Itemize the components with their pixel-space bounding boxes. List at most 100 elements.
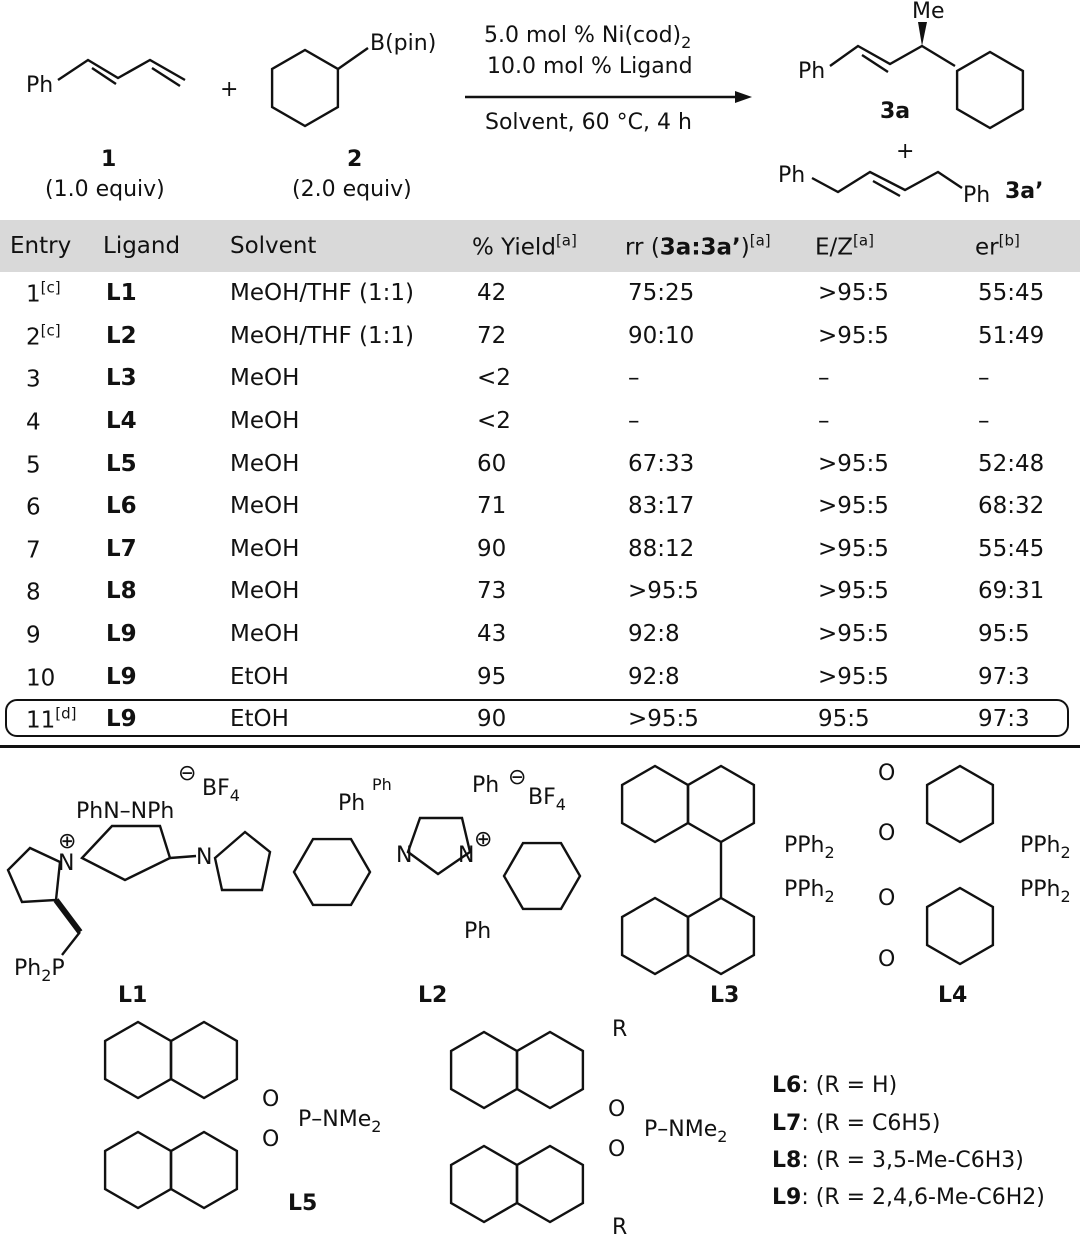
- cell-ez: 95:5: [818, 706, 870, 733]
- cell-rr: –: [628, 408, 640, 435]
- c-b-bond: [337, 47, 369, 70]
- cell-rr: 83:17: [628, 493, 695, 520]
- conditions-ligand: 10.0 mol % Ligand: [487, 54, 693, 79]
- compound-1-number: 1: [101, 147, 116, 172]
- p-nme2-label: P–NMe2: [298, 1107, 381, 1136]
- benzene-ring: [955, 50, 1025, 130]
- cell-ez: >95:5: [818, 450, 889, 477]
- table-bottom-rule: [0, 745, 1080, 748]
- benzene-ring: [515, 1144, 585, 1224]
- bf4-label: BF4: [202, 776, 240, 805]
- cell-yield: 90: [477, 535, 507, 562]
- cell-solvent: MeOH: [230, 408, 300, 435]
- product-phenyl-ring: [955, 50, 1025, 130]
- ligand-L6-L9-structure: R R O O P–NMe2 L6: (R = H) L7: (R = C6H5…: [449, 1017, 1045, 1238]
- cell-ligand: L2: [106, 322, 137, 349]
- benzene-ring: [449, 1030, 519, 1110]
- cell-solvent: MeOH: [230, 578, 300, 605]
- anion-charge: ⊖: [178, 761, 196, 786]
- cell-entry: 9: [26, 622, 41, 649]
- benzene-ring: [686, 764, 756, 844]
- product-3a-me: Me: [912, 0, 945, 24]
- cation-charge: ⊕: [58, 829, 76, 854]
- cell-solvent: EtOH: [230, 706, 289, 733]
- cell-ligand: L9: [106, 663, 137, 690]
- o-label: O: [878, 761, 895, 786]
- cell-solvent: MeOH: [230, 450, 300, 477]
- ph2p-label: Ph2P: [14, 956, 65, 985]
- header-ez: E/Z[a]: [815, 231, 874, 261]
- o-label: O: [262, 1127, 279, 1152]
- product-3a-ph: Ph: [798, 59, 825, 84]
- product-3a-label: 3a: [880, 99, 910, 124]
- hydrazine-label: PhN–NPh: [76, 799, 174, 824]
- cell-rr: >95:5: [628, 578, 699, 605]
- benzene-ring: [620, 764, 690, 844]
- cell-solvent: MeOH: [230, 621, 300, 648]
- cell-ez: >95:5: [818, 663, 889, 690]
- cell-er: 95:5: [978, 621, 1030, 648]
- cell-rr: 88:12: [628, 535, 695, 562]
- ligand-L4-structure: O O O O PPh2 PPh2 L4: [878, 761, 1071, 1008]
- cell-rr: 90:10: [628, 322, 695, 349]
- benzene-ring: [620, 896, 690, 976]
- cell-entry: 5: [26, 452, 41, 478]
- o-label: O: [878, 821, 895, 846]
- benzene-ring: [169, 1020, 239, 1100]
- cell-er: 97:3: [978, 663, 1030, 690]
- bpin-label: B(pin): [370, 31, 436, 56]
- benzene-ring: [270, 48, 340, 128]
- conditions-solvent: Solvent, 60 °C, 4 h: [485, 110, 692, 135]
- pph2-label: PPh2: [784, 833, 835, 862]
- cell-entry: 1[c]: [26, 278, 61, 308]
- cell-ligand: L9: [106, 706, 137, 733]
- cell-ez: >95:5: [818, 322, 889, 349]
- benzene-ring: [925, 764, 995, 844]
- cell-ligand: L1: [106, 280, 137, 307]
- benzene-ring: [103, 1130, 173, 1210]
- n-label: N: [196, 845, 212, 870]
- cell-ligand: L3: [106, 365, 137, 392]
- r-label: R: [612, 1215, 627, 1238]
- benzene-ring: [169, 1130, 239, 1210]
- product-3a2-ph1: Ph: [778, 163, 805, 188]
- cell-yield: 43: [477, 621, 507, 648]
- ligand-L5-label: L5: [288, 1191, 317, 1216]
- cell-ez: >95:5: [818, 621, 889, 648]
- cell-er: 55:45: [978, 280, 1045, 307]
- header-ligand: Ligand: [103, 233, 181, 259]
- cell-ligand: L7: [106, 535, 137, 562]
- cell-yield: 71: [477, 493, 507, 520]
- ligand-L5-structure: O O P–NMe2 L5: [103, 1020, 381, 1216]
- anion-charge: ⊖: [508, 765, 526, 790]
- header-rr: rr (3a:3a’)[a]: [625, 231, 771, 261]
- cell-yield: 73: [477, 578, 507, 605]
- double-bond: [151, 66, 181, 88]
- cell-solvent: EtOH: [230, 663, 289, 690]
- benzene-ring: [292, 837, 372, 907]
- cell-er: 68:32: [978, 493, 1045, 520]
- header-entry: Entry: [10, 233, 72, 259]
- arrow-head-icon: [735, 91, 752, 103]
- cell-ligand: L5: [106, 450, 137, 477]
- double-bond: [861, 53, 889, 74]
- conditions-catalyst: 5.0 mol % Ni(cod)2: [484, 23, 691, 52]
- o-label: O: [262, 1087, 279, 1112]
- cell-ligand: L9: [106, 621, 137, 648]
- header-solvent: Solvent: [230, 233, 317, 259]
- cell-rr: >95:5: [628, 706, 699, 733]
- cell-entry: 6: [26, 494, 41, 521]
- reactant1-ph: Ph: [26, 73, 53, 98]
- r-label: R: [612, 1017, 627, 1042]
- cell-entry: 4: [26, 409, 41, 436]
- ligand-L1-label: L1: [118, 983, 147, 1008]
- plus-sign: +: [220, 77, 238, 102]
- header-er: er[b]: [975, 231, 1020, 261]
